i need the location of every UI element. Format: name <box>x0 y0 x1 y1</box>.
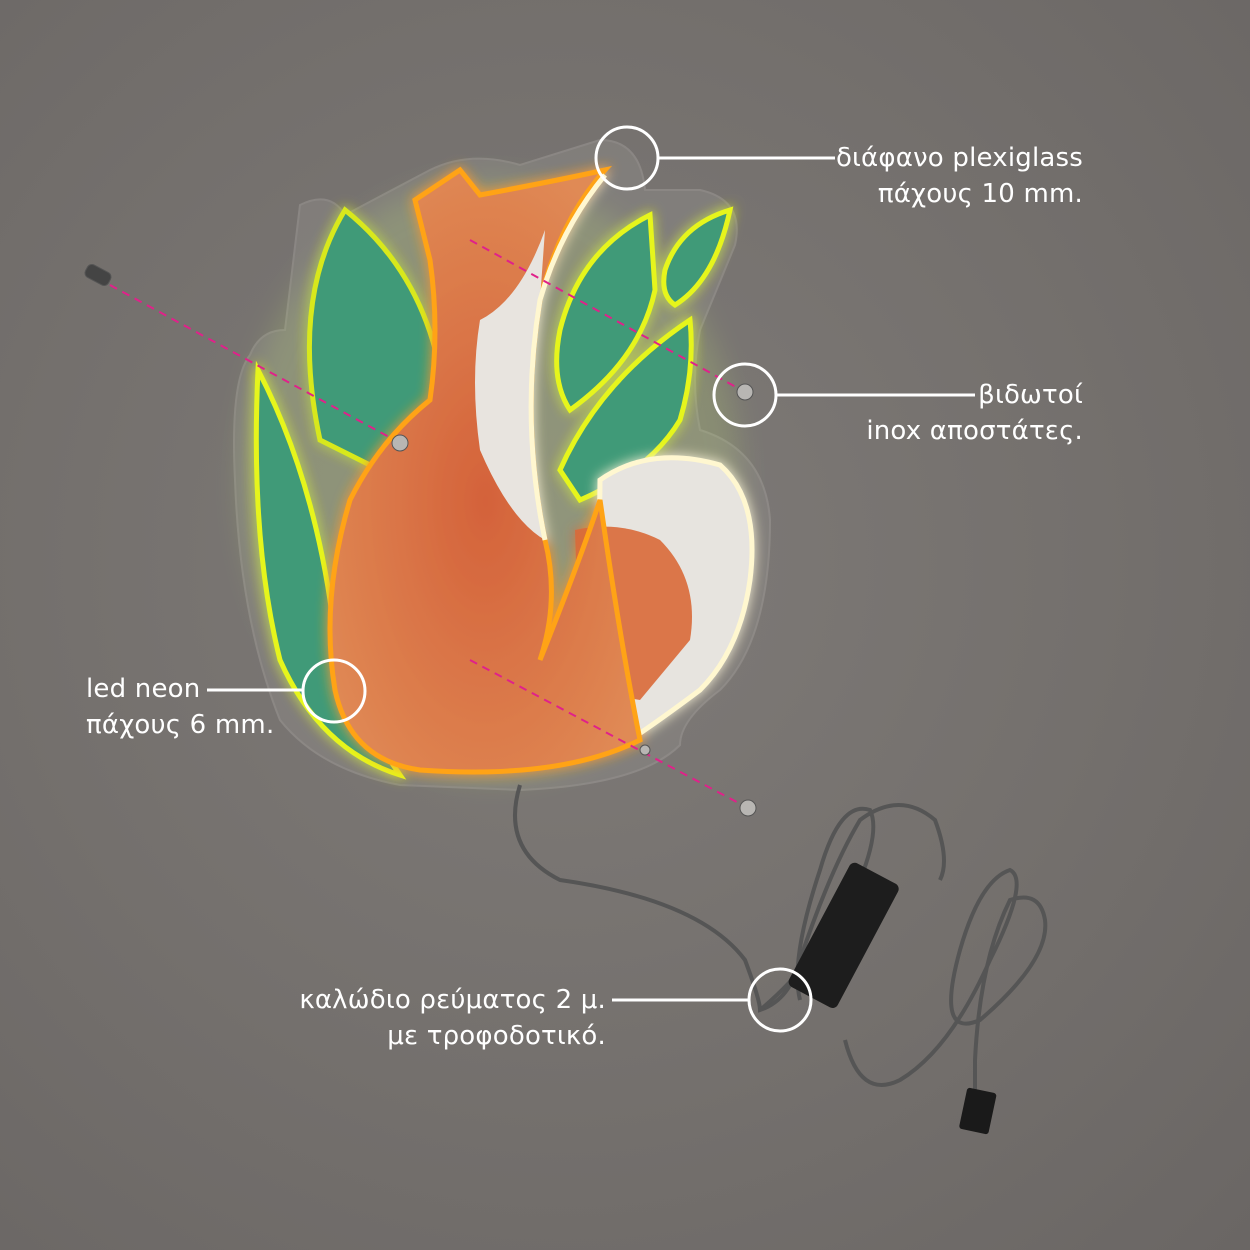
standoffs <box>84 263 757 817</box>
callout-led-neon-line2: πάχους 6 mm. <box>86 710 275 740</box>
callout-standoffs-line2: inox αποστάτες. <box>866 416 1083 446</box>
callout-plexiglass-line1: διάφανο plexiglass <box>835 143 1083 173</box>
fox <box>327 165 755 775</box>
fox-chest <box>475 230 545 540</box>
power-supply <box>788 862 899 1008</box>
leaf-left <box>253 360 407 780</box>
callout-cable: καλώδιο ρεύματος 2 μ. με τροφοδοτικό. <box>299 982 606 1054</box>
callout-standoffs-line1: βιδωτοί <box>978 380 1083 410</box>
callout-standoffs: βιδωτοί inox αποστάτες. <box>866 377 1083 449</box>
leaf-right-1 <box>554 211 658 414</box>
callout-plexiglass-line2: πάχους 10 mm. <box>877 179 1083 209</box>
leaf-right-2 <box>661 206 734 308</box>
mounting-guides <box>109 239 749 809</box>
callout-cable-line2: με τροφοδοτικό. <box>387 1021 606 1051</box>
callout-led-neon-line1: led neon <box>86 674 201 704</box>
power-plug <box>959 1087 997 1135</box>
callout-led-neon: led neon πάχους 6 mm. <box>86 671 274 743</box>
fox-neon-white <box>528 173 607 541</box>
callout-cable-line1: καλώδιο ρεύματος 2 μ. <box>299 985 606 1015</box>
callout-plexiglass: διάφανο plexiglass πάχους 10 mm. <box>836 140 1083 212</box>
callout-markers <box>207 125 975 1033</box>
